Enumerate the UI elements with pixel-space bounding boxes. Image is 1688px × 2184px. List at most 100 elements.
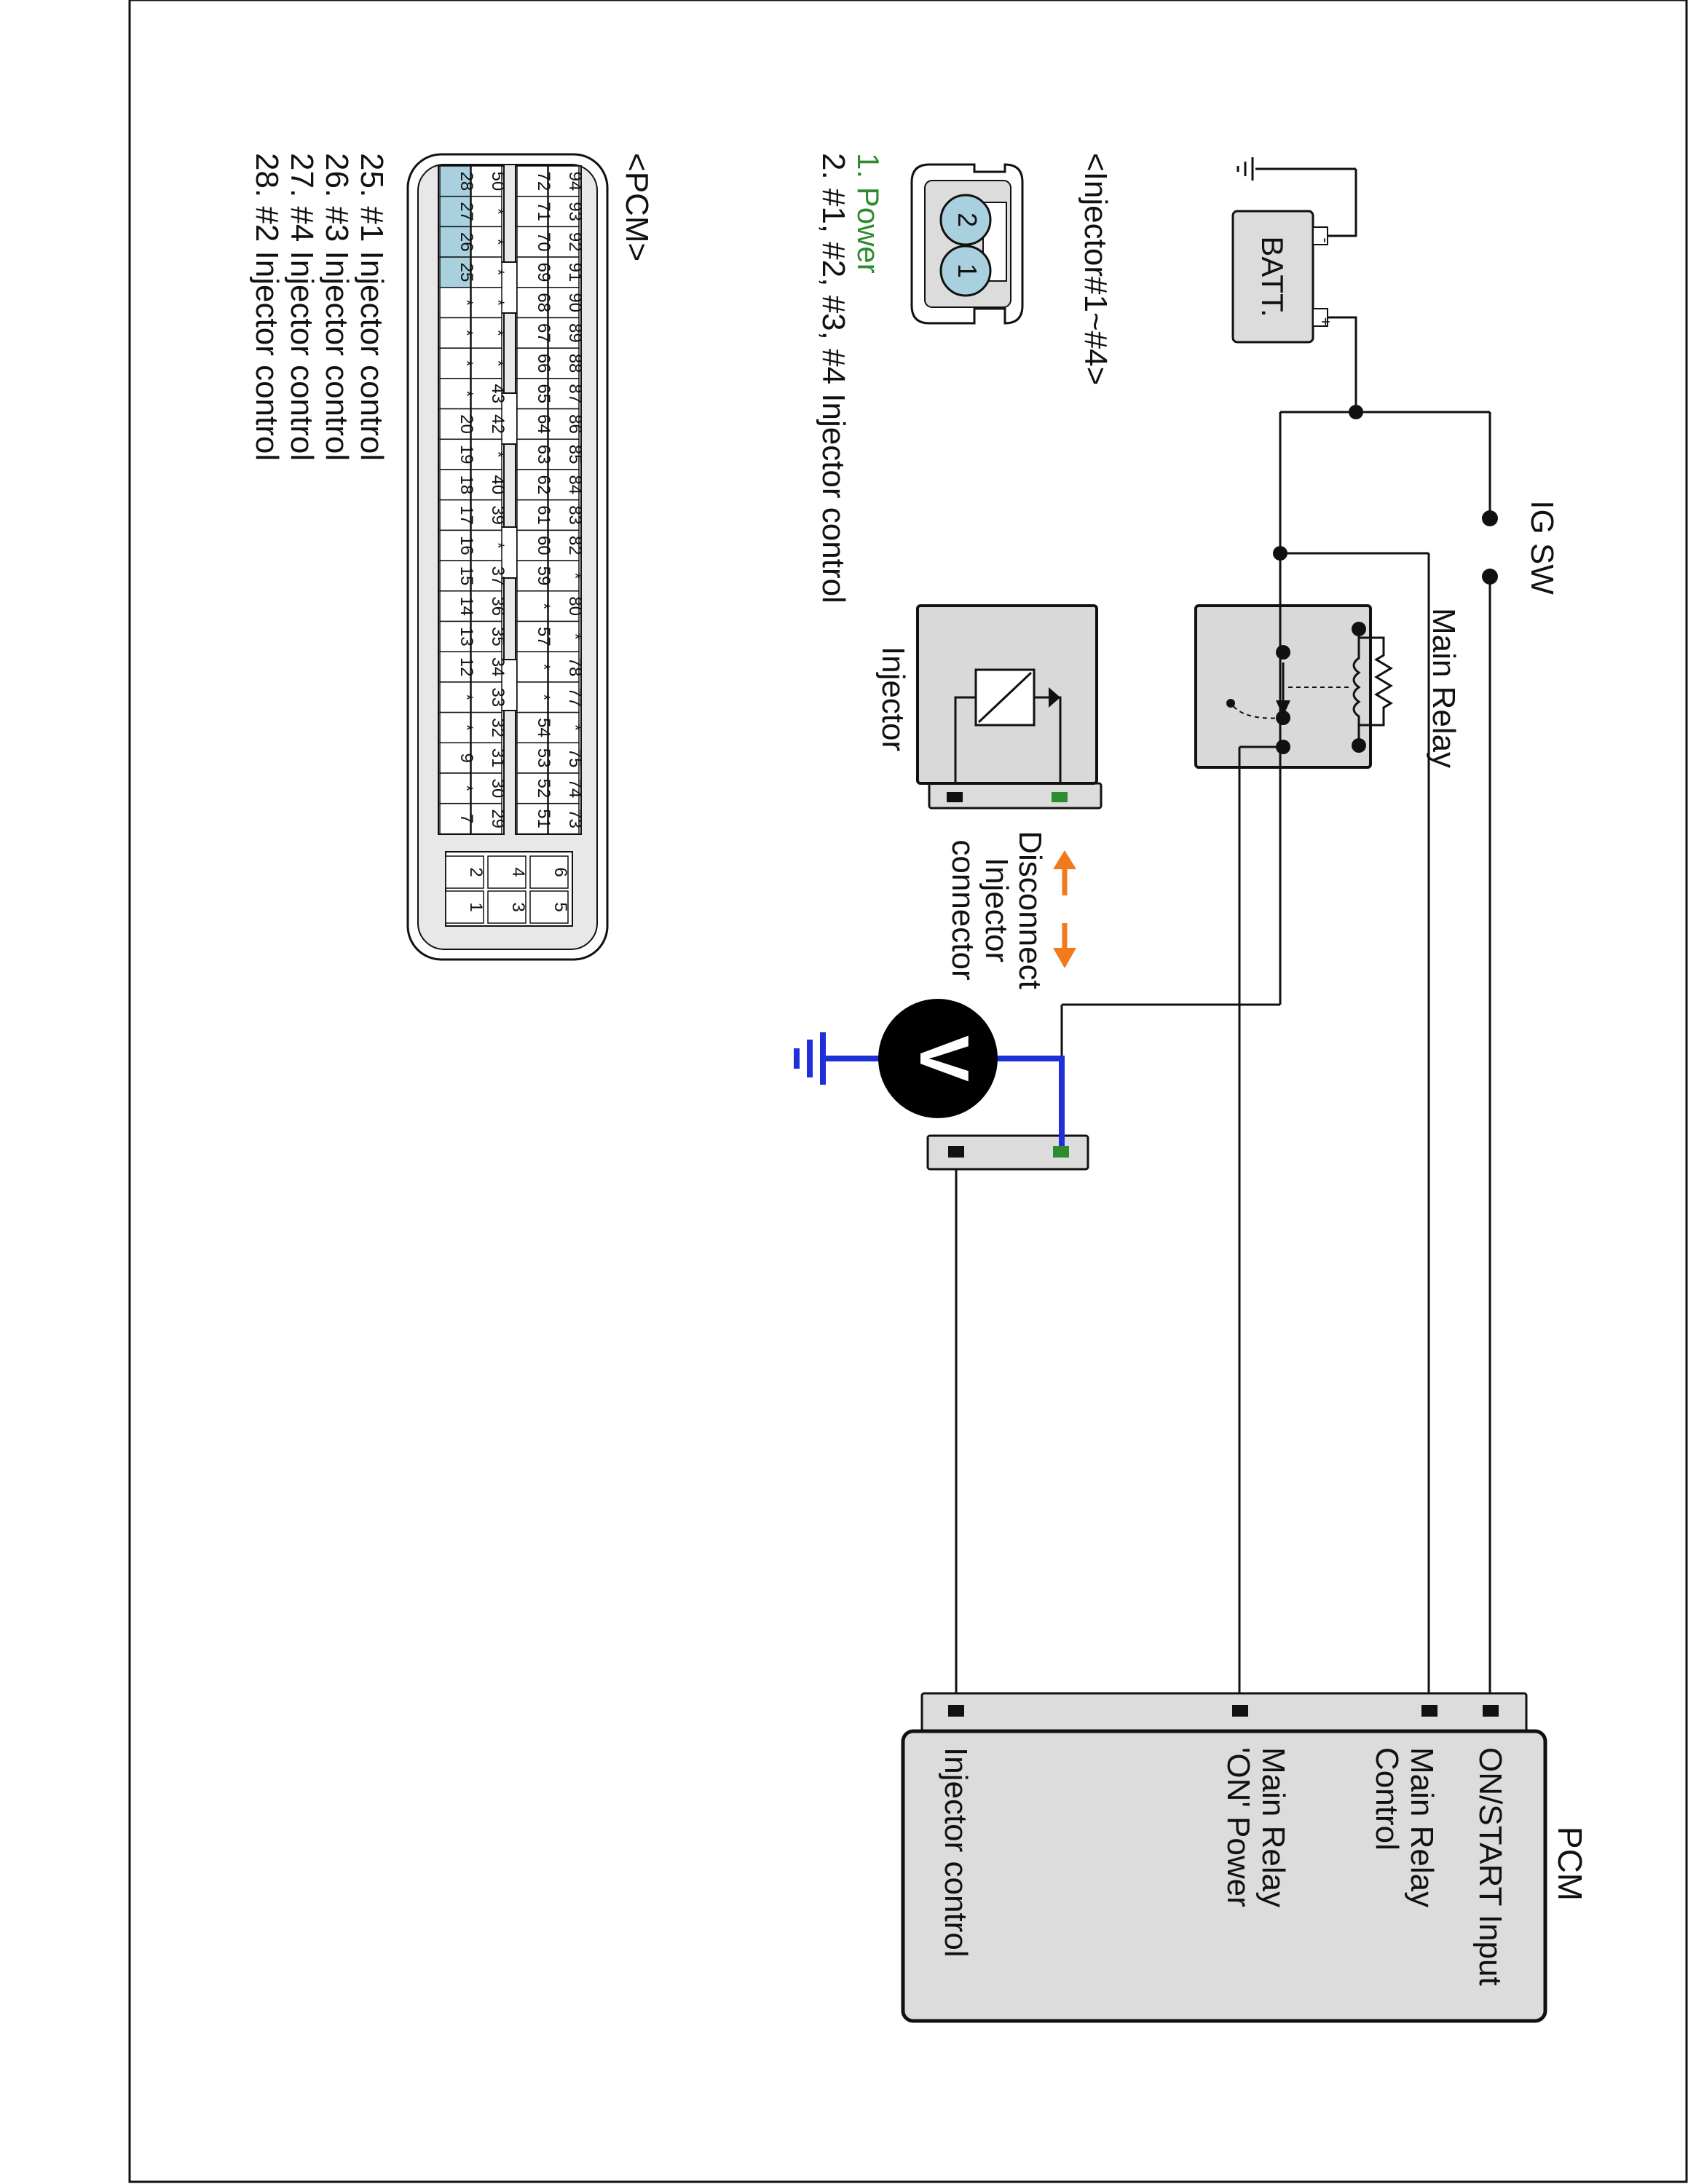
pcm-pin-cell: [516, 408, 548, 440]
pcm-pin-cell: [470, 226, 502, 258]
pcm-input-relay-control-2: Control: [1369, 1747, 1405, 1851]
pcm-pin-label: 20: [457, 414, 476, 434]
pcm-pin-label: 30: [488, 778, 508, 798]
harness-terminal-control: [948, 1146, 964, 1158]
pcm-pin-label: 43: [488, 384, 508, 403]
pcm-pin-cell: [470, 742, 502, 774]
svg-text:connector: connector: [945, 839, 981, 980]
pcm-aux-pin-label: 6: [551, 867, 570, 877]
pcm-pin-cell: [439, 347, 471, 379]
ig-switch: IG SW: [1482, 500, 1560, 595]
pcm-pin-cell: [516, 438, 548, 470]
pcm-pin-cell: [439, 378, 471, 410]
pcm-aux-pin-label: 3: [508, 902, 528, 911]
pcm-pin-cell: [470, 802, 502, 835]
injector-legend-control: 2. #1, #2, #3, #4 Injector control: [816, 153, 851, 604]
pcm-input-relay-power-2: 'ON' Power: [1220, 1747, 1256, 1907]
injector-terminal-power: [1052, 792, 1068, 802]
pcm-pin-cell: [516, 651, 548, 683]
injector-pin-2: [939, 194, 992, 246]
pcm-pin-label: *: [457, 360, 476, 366]
pcm-pin-cell: [470, 529, 502, 561]
battery-positive-wire: [1327, 316, 1357, 412]
pcm-pin-label: 13: [457, 627, 476, 646]
pcm-legend-25: 25. #1 Injector control: [354, 153, 390, 461]
pcm-pin-label: 92: [565, 232, 585, 252]
disconnect-arrows: [1053, 850, 1076, 968]
ground-wire: [1327, 169, 1357, 237]
main-relay-label: Main Relay: [1426, 608, 1462, 768]
pcm-pin-label: 64: [534, 414, 553, 434]
pcm-pin-cell: [470, 651, 502, 683]
pcm-pin-cell: [516, 742, 548, 774]
pcm-pin-cell: [516, 165, 548, 197]
pcm-pin-label: 75: [565, 748, 585, 768]
battery: BATT. - +: [1231, 210, 1335, 344]
pcm-pin-cell: [548, 620, 580, 652]
pcm-pin-label: 37: [488, 566, 508, 586]
pcm-pin-label: 70: [534, 232, 553, 252]
ig-switch-label: IG SW: [1524, 500, 1560, 595]
pcm-pin-cell: [470, 499, 502, 531]
pcm-pin-label: 54: [534, 718, 553, 737]
pcm-pin-cell: [516, 529, 548, 561]
injector-pin-1: [939, 245, 992, 297]
pcm-pin-label: 77: [565, 687, 585, 707]
main-relay: Main Relay: [1060, 546, 1462, 1711]
pcm-pin-cell: [516, 681, 548, 713]
pcm-pin-cell: [439, 529, 471, 561]
disconnect-note: Disconnect Injector connector: [945, 831, 1048, 989]
svg-text:Injector: Injector: [979, 858, 1014, 962]
pcm-pin-label: *: [534, 663, 553, 670]
injector-label: Injector: [875, 646, 911, 751]
pcm-pin-label: 65: [534, 384, 553, 403]
pcm-legend-28: 28. #2 Injector control: [249, 153, 285, 461]
pcm-pin-cell: [516, 469, 548, 501]
pcm-pin-cell: [548, 165, 580, 197]
pcm-pin-label: *: [534, 603, 553, 609]
pcm-pin-label: *: [488, 542, 508, 549]
pcm-pin-label: 19: [457, 445, 476, 464]
pcm-pin-cell: [470, 317, 502, 349]
pcm-pin-label: 15: [457, 566, 476, 586]
pcm-pin-label: 14: [457, 596, 476, 616]
pcm-pin-cell: [439, 469, 471, 501]
pcm-pin-label: *: [488, 360, 508, 366]
pcm-pin-label: *: [565, 572, 585, 579]
pcm-pin-label: 50: [488, 171, 508, 191]
pcm-pin-label: 72: [534, 171, 553, 191]
pcm-input-on-start: ON/START Input: [1472, 1747, 1508, 1986]
pcm-pin-cell: [548, 378, 580, 410]
pcm-pin-cell: [439, 590, 471, 622]
svg-text:1: 1: [953, 264, 982, 278]
pcm-pin-label: 12: [457, 657, 476, 677]
pcm-pin-label: 68: [534, 293, 553, 312]
pcm-pin-label: 82: [565, 536, 585, 555]
pcm-pin-cell: [470, 469, 502, 501]
pcm-pin-cell: [548, 742, 580, 774]
pcm-pin-label: *: [488, 208, 508, 215]
pcm-connector-detail: <PCM> 94939291908988878685848382*80*7877…: [249, 153, 655, 961]
pcm-pin-label: 67: [534, 323, 553, 343]
pcm-pin-cell: [439, 681, 471, 713]
injector-connector-detail: <Injector#1~#4> 2 1 1. Power 2. #1, #2, …: [816, 153, 1113, 604]
pcm-pin-label: 25: [457, 263, 476, 282]
pcm-pin-cell: [470, 711, 502, 744]
pcm-pin-cell: [470, 681, 502, 713]
pcm-pin-label: 66: [534, 354, 553, 373]
battery-junction: [1349, 405, 1363, 419]
pcm-pin-label: *: [457, 330, 476, 336]
pcm-pin-label: 63: [534, 445, 553, 464]
pcm-pin-label: *: [457, 785, 476, 791]
pcm-pin-label: *: [488, 451, 508, 457]
pcm-pin-cell: [439, 772, 471, 804]
pcm-pin-cell: [470, 165, 502, 197]
pcm-pin-label: 51: [534, 809, 553, 828]
pcm-pin-cell: [439, 742, 471, 774]
pcm-pin-label: 53: [534, 748, 553, 768]
pcm-connector-title: <PCM>: [619, 153, 655, 261]
pcm-pin-cell: [470, 287, 502, 319]
pcm-pin-cell: [516, 802, 548, 835]
pcm-pin-label: 87: [565, 384, 585, 403]
pcm-block: PCM ON/START Input Main Relay Control Ma…: [901, 1692, 1589, 2023]
